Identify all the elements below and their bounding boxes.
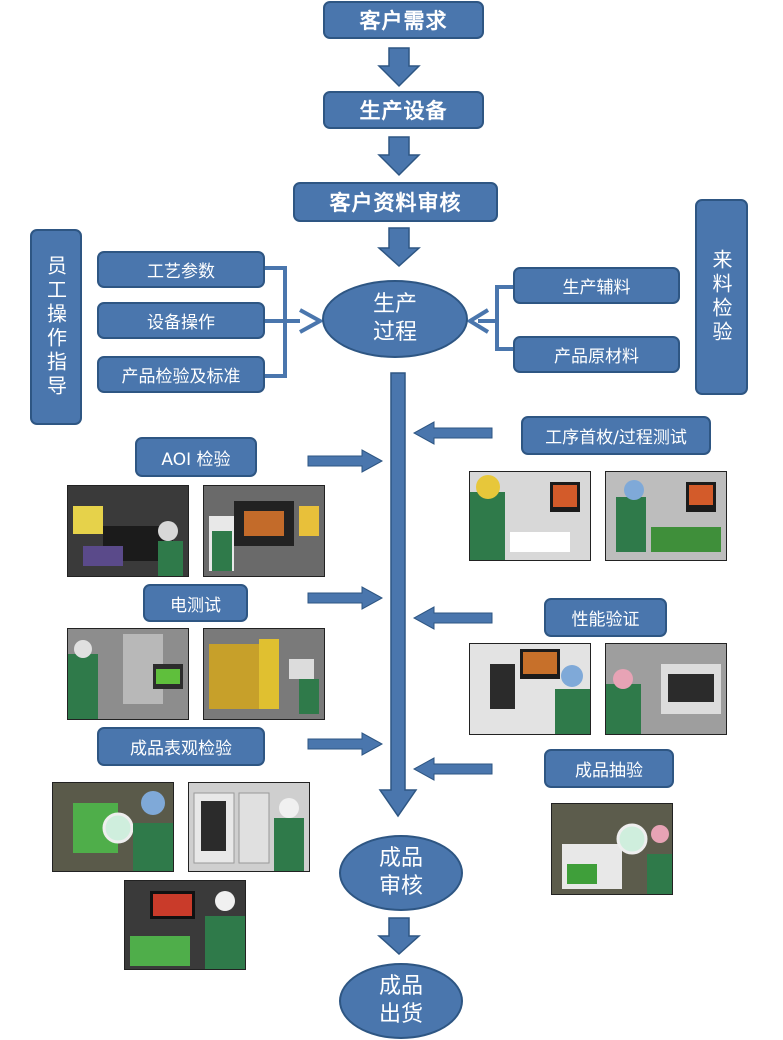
photo-first-piece-1 — [469, 471, 591, 561]
photo-aoi-1 — [67, 485, 189, 577]
photo-performance-2 — [605, 643, 727, 735]
photo-aoi-2 — [203, 485, 325, 577]
inspection-standard-box: 产品检验及标准 — [97, 356, 265, 393]
arrow-aoi — [307, 449, 384, 473]
right-bracket-arrow — [466, 308, 490, 334]
aoi-inspection-box: AOI 检验 — [135, 437, 257, 477]
photo-etest-1 — [67, 628, 189, 720]
equipment-operation-box: 设备操作 — [97, 302, 265, 339]
production-process-ellipse: 生产 过程 — [322, 280, 468, 358]
photo-etest-2 — [203, 628, 325, 720]
production-auxiliary-box: 生产辅料 — [513, 267, 680, 304]
photo-sampling — [551, 803, 673, 895]
arrow-sampling — [412, 757, 493, 781]
performance-verification-box: 性能验证 — [544, 598, 667, 637]
first-piece-test-box: 工序首枚/过程测试 — [521, 416, 711, 455]
photo-performance-1 — [469, 643, 591, 735]
finished-shipment-ellipse: 成品 出货 — [339, 963, 463, 1039]
process-parameters-box: 工艺参数 — [97, 251, 265, 288]
down-arrow-3 — [377, 227, 421, 268]
long-down-arrow — [378, 372, 418, 818]
photo-first-piece-2 — [605, 471, 727, 561]
arrow-etest — [307, 586, 384, 610]
arrow-performance — [412, 606, 493, 630]
customer-demand-box: 客户需求 — [323, 1, 484, 39]
appearance-inspection-box: 成品表观检验 — [97, 727, 265, 766]
sampling-inspection-box: 成品抽验 — [544, 749, 674, 788]
staff-guidance-box: 员工操作指导 — [30, 229, 82, 425]
raw-material-box: 产品原材料 — [513, 336, 680, 373]
production-equipment-box: 生产设备 — [323, 91, 484, 129]
down-arrow-2 — [377, 136, 421, 177]
photo-appearance-3 — [124, 880, 246, 970]
down-arrow-1 — [377, 47, 421, 88]
incoming-inspection-box: 来料检验 — [695, 199, 748, 395]
right-bracket — [478, 285, 513, 351]
arrow-appearance — [307, 732, 384, 756]
photo-appearance-1 — [52, 782, 174, 872]
finished-review-ellipse: 成品 审核 — [339, 835, 463, 911]
photo-appearance-2 — [188, 782, 310, 872]
left-bracket — [265, 266, 300, 378]
down-arrow-4 — [377, 917, 421, 956]
customer-data-review-box: 客户资料审核 — [293, 182, 498, 222]
electrical-test-box: 电测试 — [143, 584, 248, 622]
arrow-first-piece — [412, 421, 493, 445]
left-bracket-arrow — [299, 308, 325, 334]
